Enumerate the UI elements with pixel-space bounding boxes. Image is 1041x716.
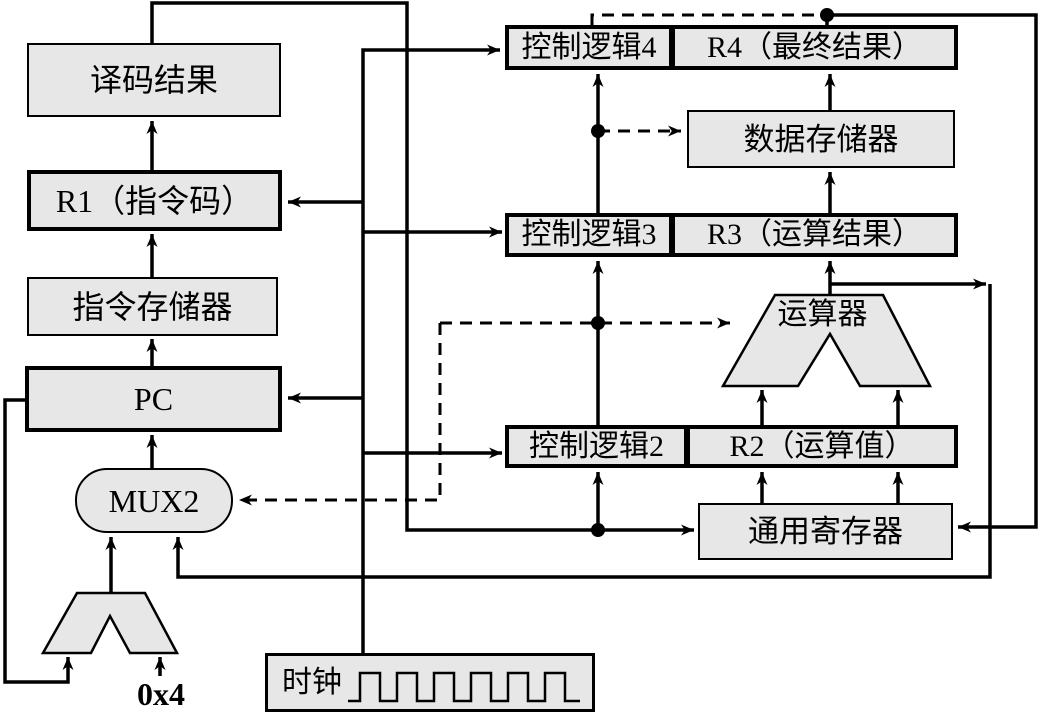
junction-dot-dmem-ctrl — [591, 124, 605, 138]
stage3-divider — [669, 217, 675, 253]
r3-cell: R3（运算结果） — [675, 217, 954, 253]
r1-register-box: R1（指令码） — [27, 170, 282, 231]
r4-cell: R4（最终结果） — [675, 29, 954, 66]
r4-label: R4（最终结果） — [706, 30, 922, 64]
pc-register-label: PC — [133, 381, 174, 417]
wire-alu-feedback-to-mux2 — [172, 284, 992, 579]
control-logic2-cell: 控制逻辑2 — [509, 429, 684, 464]
control-logic2-label: 控制逻辑2 — [529, 429, 664, 463]
increment-constant-label: 0x4 — [137, 676, 185, 712]
alu-shape — [720, 293, 933, 388]
stage4-divider — [669, 29, 675, 66]
stage4-register-box: 控制逻辑4 R4（最终结果） — [505, 25, 958, 70]
mux2-label: MUX2 — [108, 482, 200, 519]
general-registers-box: 通用寄存器 — [698, 503, 953, 560]
stage2-register-box: 控制逻辑2 R2（运算值） — [505, 425, 958, 468]
clock-label: 时钟 — [282, 665, 342, 699]
alu-label: 运算器 — [777, 298, 868, 331]
junction-dot-writeback — [820, 8, 834, 22]
r1-register-label: R1（指令码） — [55, 182, 254, 219]
instruction-memory-label: 指令存储器 — [72, 288, 233, 325]
wire-writeback-to-regfile — [827, 13, 1038, 533]
r2-label: R2（运算值） — [729, 429, 915, 463]
clock-waveform-icon — [348, 671, 580, 702]
junction-dot-regfile-ctrl — [591, 523, 605, 537]
control-logic3-label: 控制逻辑3 — [521, 218, 657, 251]
decode-result-label: 译码结果 — [89, 62, 218, 98]
dashed-ctrl-to-mux2 — [239, 323, 442, 506]
control-logic4-cell: 控制逻辑4 — [509, 29, 669, 66]
junction-dot-alu-ctrl — [591, 316, 605, 330]
general-registers-label: 通用寄存器 — [748, 514, 903, 549]
r2-cell: R2（运算值） — [690, 429, 954, 464]
decode-result-box: 译码结果 — [27, 43, 281, 117]
data-memory-label: 数据存储器 — [743, 121, 899, 157]
clock-box: 时钟 — [265, 653, 595, 712]
dashed-ctrl4-to-junction — [590, 13, 820, 25]
control-logic3-cell: 控制逻辑3 — [509, 217, 669, 253]
data-memory-box: 数据存储器 — [687, 110, 955, 168]
wire-pc-to-adder — [3, 398, 74, 684]
r3-label: R3（运算结果） — [706, 218, 922, 251]
wire-clock-trunk — [361, 44, 500, 653]
stage2-divider — [684, 429, 690, 464]
pc-adder-shape — [40, 591, 180, 655]
instruction-memory-box: 指令存储器 — [27, 277, 278, 336]
stage3-register-box: 控制逻辑3 R3（运算结果） — [505, 213, 958, 257]
pc-register-box: PC — [25, 366, 282, 432]
mux2-box: MUX2 — [75, 468, 233, 533]
control-logic4-label: 控制逻辑4 — [521, 30, 657, 64]
wire-decode-to-regfile — [150, 1, 694, 536]
